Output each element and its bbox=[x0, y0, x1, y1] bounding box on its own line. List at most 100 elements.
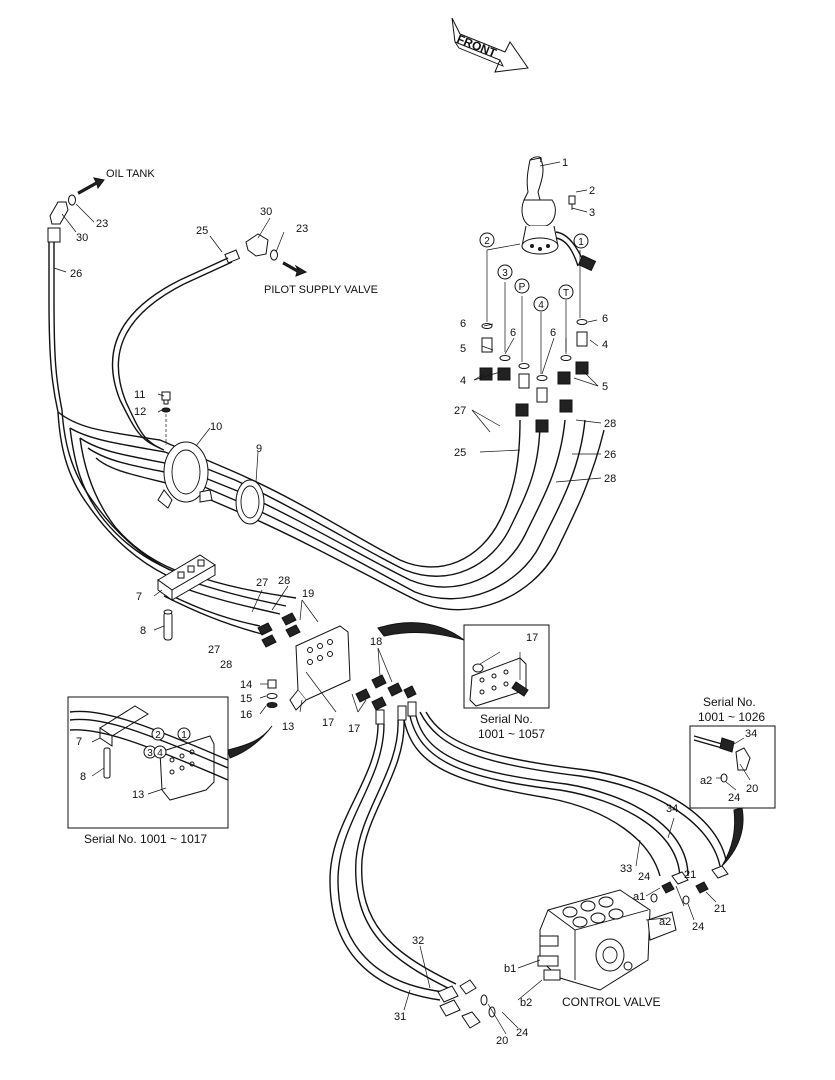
control-valve-label: CONTROL VALVE bbox=[562, 995, 660, 1009]
part-7: 7 bbox=[136, 591, 142, 603]
marker-2: 2 bbox=[484, 236, 490, 247]
marker-4: 4 bbox=[538, 300, 544, 311]
part-13: 13 bbox=[282, 721, 294, 733]
oil-tank-return: OIL TANK bbox=[47, 168, 155, 413]
hose-bundle bbox=[57, 279, 605, 635]
part-5-right: 5 bbox=[602, 381, 608, 393]
inset-elbow-serial-line2: 1001 ~ 1026 bbox=[698, 710, 765, 724]
part-26-right: 26 bbox=[604, 449, 616, 461]
marker-p: P bbox=[519, 282, 526, 293]
pilot-supply-return: PILOT SUPPLY VALVE bbox=[179, 233, 378, 296]
part-number-labels: 1 2 3 30 23 25 23 30 26 11 12 10 9 7 8 2… bbox=[70, 157, 758, 1047]
inset-port-a2: a2 bbox=[700, 775, 712, 787]
part-28-right-a: 28 bbox=[604, 418, 616, 430]
port-b2: b2 bbox=[520, 997, 532, 1009]
bracket-fittings bbox=[257, 612, 417, 725]
part-24-a: 24 bbox=[638, 871, 650, 883]
part-9: 9 bbox=[256, 443, 262, 455]
inset-part-34: 34 bbox=[745, 728, 757, 740]
inset-bracket: 2 1 3 4 Serial No. 1001 ~ 1017 bbox=[67, 696, 273, 846]
part-5-left: 5 bbox=[460, 343, 466, 355]
inset-elbow-serial-line1: Serial No. bbox=[703, 695, 756, 709]
part-24-b: 24 bbox=[692, 921, 704, 933]
part-30-a: 30 bbox=[76, 232, 88, 244]
pipe-clamp-7 bbox=[157, 554, 216, 601]
front-arrow: FRONT bbox=[451, 17, 529, 73]
marker-3: 3 bbox=[502, 268, 508, 279]
leader-lines bbox=[53, 161, 751, 1035]
port-b1: b1 bbox=[504, 963, 516, 975]
inset-part-20: 20 bbox=[746, 783, 758, 795]
inset-marker-1: 1 bbox=[181, 730, 187, 741]
part-30-b: 30 bbox=[260, 206, 272, 218]
marker-1: 1 bbox=[578, 237, 584, 248]
valve-hoses bbox=[329, 711, 727, 1001]
inset-part-7: 7 bbox=[76, 736, 82, 748]
part-6-mid-a: 6 bbox=[510, 327, 516, 339]
pin-8 bbox=[163, 609, 173, 641]
part-21-a: 21 bbox=[684, 869, 696, 881]
part-28-upper: 28 bbox=[278, 575, 290, 587]
part-28-lower: 28 bbox=[220, 659, 232, 671]
part-8: 8 bbox=[140, 625, 146, 637]
part-19: 19 bbox=[302, 588, 314, 600]
o-ring-23 bbox=[68, 194, 76, 206]
inset-part-24: 24 bbox=[728, 792, 740, 804]
part-34: 34 bbox=[666, 803, 678, 815]
part-27-upper: 27 bbox=[256, 577, 268, 589]
part-17-b: 17 bbox=[348, 723, 360, 735]
o-ring-23b bbox=[270, 249, 278, 261]
inset-marker-2: 2 bbox=[155, 730, 161, 741]
part-27-right: 27 bbox=[454, 405, 466, 417]
part-11: 11 bbox=[134, 389, 145, 401]
part-27-lower: 27 bbox=[208, 644, 220, 656]
marker-t: T bbox=[563, 288, 569, 299]
elbow-30 bbox=[49, 201, 69, 225]
part-6-left: 6 bbox=[460, 318, 466, 330]
lever-port-fittings bbox=[479, 243, 589, 433]
inset-valve-serial-line2: 1001 ~ 1057 bbox=[478, 727, 545, 741]
port-labels: a1 a2 b1 b2 a2 bbox=[504, 775, 712, 1009]
part-23-a: 23 bbox=[96, 218, 108, 230]
grommet-9 bbox=[235, 479, 265, 525]
part-2: 2 bbox=[589, 185, 595, 197]
inset-bracket-serial: Serial No. 1001 ~ 1017 bbox=[84, 832, 207, 846]
port-a2: a2 bbox=[659, 916, 671, 928]
elbow-30b bbox=[245, 233, 269, 257]
part-16: 16 bbox=[240, 709, 252, 721]
part-25-right: 25 bbox=[454, 447, 466, 459]
inset-elbow: Serial No. 1001 ~ 1026 bbox=[689, 695, 776, 867]
part-14: 14 bbox=[240, 679, 252, 691]
inset-part-13: 13 bbox=[132, 789, 144, 801]
inset-valve-serial-line1: Serial No. bbox=[480, 712, 533, 726]
part-4-right: 4 bbox=[602, 339, 608, 351]
part-32: 32 bbox=[412, 935, 424, 947]
bolt-11-washer-12 bbox=[161, 391, 171, 445]
part-28-right-b: 28 bbox=[604, 473, 616, 485]
bracket-13 bbox=[289, 625, 351, 711]
inset-part-8: 8 bbox=[80, 771, 86, 783]
inset-part-17: 17 bbox=[526, 632, 538, 644]
port-a1: a1 bbox=[633, 891, 645, 903]
part-18: 18 bbox=[370, 636, 382, 648]
control-valve bbox=[537, 889, 677, 991]
part-15: 15 bbox=[240, 693, 252, 705]
hose-fitting-26-top bbox=[47, 227, 61, 243]
clamp-10 bbox=[157, 441, 213, 509]
part-31: 31 bbox=[394, 1011, 406, 1023]
part-6-right: 6 bbox=[602, 313, 608, 325]
bolt-14-washers bbox=[266, 679, 278, 708]
inset-valve-plate: Serial No. 1001 ~ 1057 bbox=[377, 622, 550, 741]
pilot-control-lever bbox=[521, 156, 597, 272]
hose-end-fittings bbox=[437, 865, 729, 1029]
part-25-top: 25 bbox=[196, 225, 208, 237]
part-17-a: 17 bbox=[322, 717, 334, 729]
part-12: 12 bbox=[134, 406, 146, 418]
inset-marker-3: 3 bbox=[147, 748, 153, 759]
oil-tank-label: OIL TANK bbox=[106, 168, 155, 180]
part-10: 10 bbox=[210, 421, 222, 433]
part-24-c: 24 bbox=[516, 1027, 528, 1039]
front-arrow-label: FRONT bbox=[455, 32, 499, 61]
part-33: 33 bbox=[620, 863, 632, 875]
